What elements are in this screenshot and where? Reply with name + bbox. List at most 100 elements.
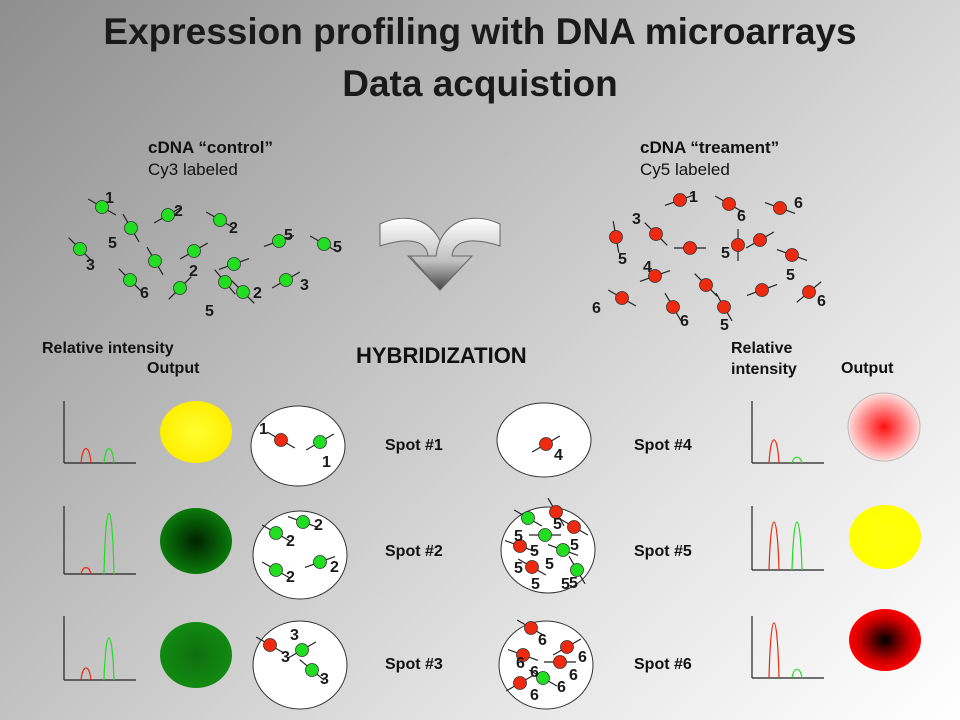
spot-number: 5	[545, 556, 554, 573]
spot-number: 6	[530, 687, 539, 704]
spot-molecule	[547, 543, 579, 557]
spot-molecule-green	[261, 561, 291, 579]
treatment-molecule	[639, 269, 671, 283]
treatment-molecule	[796, 281, 822, 303]
red-peak	[768, 521, 780, 571]
control-number: 3	[86, 257, 95, 274]
spot-number: 6	[530, 664, 539, 681]
intensity-plot-4	[751, 401, 824, 464]
hybridization-label: HYBRIDIZATION	[356, 343, 527, 368]
control-molecule	[118, 268, 142, 292]
spot-number: 3	[281, 649, 290, 666]
green-peak	[791, 456, 803, 464]
treatment-number: 3	[632, 211, 641, 228]
treatment-number: 6	[737, 208, 746, 225]
spot-label-1: Spot #1	[385, 437, 443, 454]
control-number: 1	[105, 190, 114, 207]
spot-molecule-green	[304, 555, 336, 569]
control-molecule	[263, 234, 295, 248]
treatment-molecule	[764, 201, 796, 215]
intensity-plot-1	[63, 401, 136, 464]
treatment-number: 5	[720, 317, 729, 334]
control-heading: cDNA “control”	[148, 138, 273, 157]
spot-number: 2	[286, 569, 295, 586]
treatment-number: 6	[680, 313, 689, 330]
spot-molecule-green	[287, 641, 317, 659]
treatment-molecule	[694, 273, 718, 297]
red-peak	[80, 667, 92, 681]
intensity-plot-5	[751, 506, 824, 571]
spot-molecule	[529, 528, 561, 542]
spot-molecule-green	[299, 659, 325, 681]
spot-molecule	[505, 674, 535, 692]
red-peak	[768, 622, 780, 679]
spot-circle-1	[250, 405, 346, 487]
spot-number: 2	[330, 559, 339, 576]
control-molecule	[122, 213, 140, 243]
treatment-heading: cDNA “treament”	[640, 138, 780, 157]
spot-molecule	[552, 638, 582, 656]
control-number: 5	[284, 227, 293, 244]
spot-molecule	[528, 669, 558, 687]
control-sub: Cy3 labeled	[148, 160, 238, 179]
intensity-plot-3	[63, 616, 136, 681]
spot-number: 5	[561, 576, 570, 593]
spot-molecule-green	[287, 515, 319, 529]
green-peak	[791, 521, 803, 571]
spot-molecule	[517, 558, 547, 576]
treatment-molecule	[644, 222, 668, 246]
control-number: 2	[174, 203, 183, 220]
treatment-molecule	[745, 231, 775, 249]
control-number: 3	[300, 277, 309, 294]
output-spot-3	[160, 622, 232, 688]
spot-number: 1	[259, 421, 268, 438]
spot-molecule	[513, 509, 543, 527]
intensity-plot-6	[751, 616, 824, 679]
page-title: Expression profiling with DNA microarray…	[103, 11, 857, 52]
control-molecule	[309, 235, 339, 253]
output-spot-2	[160, 508, 232, 574]
spot-number: 6	[538, 632, 547, 649]
control-number: 5	[333, 239, 342, 256]
output-spot-4	[847, 392, 921, 462]
spot-molecule	[547, 497, 565, 527]
spot-molecule-green	[305, 433, 335, 451]
green-peak	[103, 447, 115, 464]
control-number: 5	[108, 235, 117, 252]
spot-number: 5	[570, 537, 579, 554]
spot-number: 2	[286, 533, 295, 550]
spot-number: 3	[290, 627, 299, 644]
green-peak	[791, 668, 803, 679]
spot-molecule-red	[255, 636, 285, 654]
spot-number: 5	[530, 543, 539, 560]
control-number: 2	[253, 285, 262, 302]
spot-molecule	[504, 539, 536, 553]
control-molecule	[205, 211, 235, 229]
spot-number: 5	[531, 576, 540, 593]
spot-label-2: Spot #2	[385, 543, 443, 560]
left-relative-intensity-header: Relative intensity	[42, 340, 174, 357]
spot-label-3: Spot #3	[385, 656, 443, 673]
control-molecule	[168, 276, 192, 300]
treatment-number: 5	[618, 251, 627, 268]
spot-number: 6	[569, 667, 578, 684]
control-number: 5	[205, 303, 214, 320]
treatment-number: 6	[817, 293, 826, 310]
spot-number: 5	[553, 516, 562, 533]
output-spot-1	[160, 401, 232, 463]
control-molecule	[231, 280, 255, 304]
spot-circle-3	[252, 620, 348, 710]
control-molecule	[214, 269, 236, 295]
control-molecule	[218, 257, 250, 271]
merge-down-arrow-icon	[379, 217, 501, 291]
left-output-header: Output	[147, 360, 200, 377]
spot-number: 3	[320, 671, 329, 688]
control-number: 2	[229, 220, 238, 237]
spot-label-5: Spot #5	[634, 543, 692, 560]
spot-number: 5	[514, 560, 523, 577]
spot-molecule	[507, 648, 539, 662]
spot-molecule-green	[261, 524, 291, 542]
